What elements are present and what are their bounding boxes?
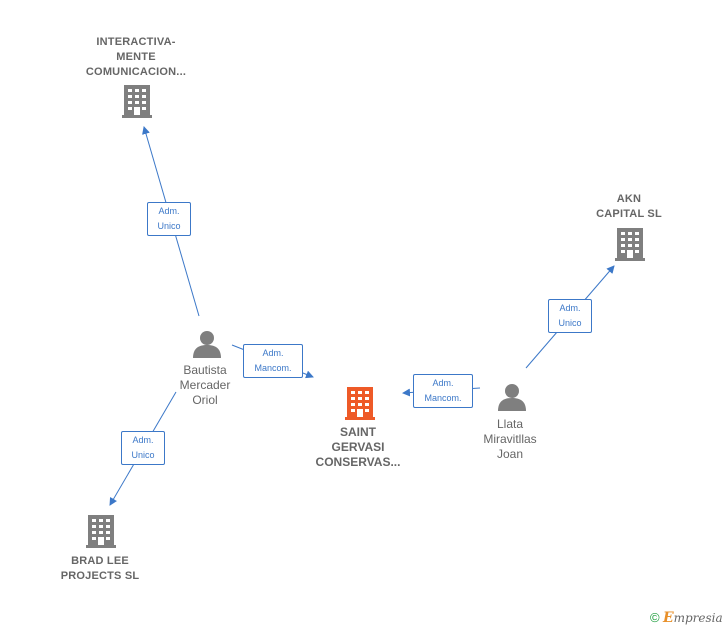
- edge-role-line1: Adm.: [132, 435, 154, 445]
- edge-role-label: Adm. Mancom.: [243, 344, 303, 378]
- company-label-saint-gervasi[interactable]: SAINT GERVASI CONSERVAS...: [315, 425, 401, 469]
- company-label-akn[interactable]: AKN CAPITAL SL: [596, 193, 662, 220]
- edge-role-label: Adm. Unico: [548, 299, 592, 333]
- brand-name: Empresia: [662, 610, 723, 626]
- edge-role-line2: Mancom.: [254, 363, 292, 373]
- edge-role-label: Adm. Mancom.: [413, 374, 473, 408]
- edge-role-line1: Adm.: [432, 378, 454, 388]
- edge-role-label: Adm. Unico: [147, 202, 191, 236]
- empresia-logo[interactable]: © Empresia: [650, 610, 723, 626]
- person-icon[interactable]: [498, 384, 526, 411]
- brand-rest: mpresia: [673, 611, 723, 625]
- person-label-bautista[interactable]: Bautista Mercader Oriol: [179, 363, 231, 407]
- edge-role-line2: Mancom.: [424, 393, 462, 403]
- edge-role-line2: Unico: [131, 450, 155, 460]
- building-icon[interactable]: [615, 228, 645, 261]
- building-icon[interactable]: [122, 85, 152, 118]
- edge-role-line2: Unico: [157, 221, 181, 231]
- copyright-icon: ©: [650, 610, 660, 625]
- edge-role-line1: Adm.: [158, 206, 180, 216]
- edge-role-line1: Adm.: [262, 348, 284, 358]
- building-icon[interactable]: [86, 515, 116, 548]
- edge-role-label: Adm. Unico: [121, 431, 165, 465]
- person-icon[interactable]: [193, 331, 221, 358]
- edge-role-line1: Adm.: [559, 303, 581, 313]
- main-building-icon[interactable]: [345, 387, 375, 420]
- company-label-brad-lee[interactable]: BRAD LEE PROJECTS SL: [60, 555, 140, 582]
- person-label-llata[interactable]: Llata Miravitllas Joan: [483, 417, 537, 461]
- brand-initial: E: [662, 610, 674, 626]
- company-label-interactiva[interactable]: INTERACTIVA- MENTE COMUNICACION...: [85, 36, 187, 78]
- edge-role-line2: Unico: [558, 318, 582, 328]
